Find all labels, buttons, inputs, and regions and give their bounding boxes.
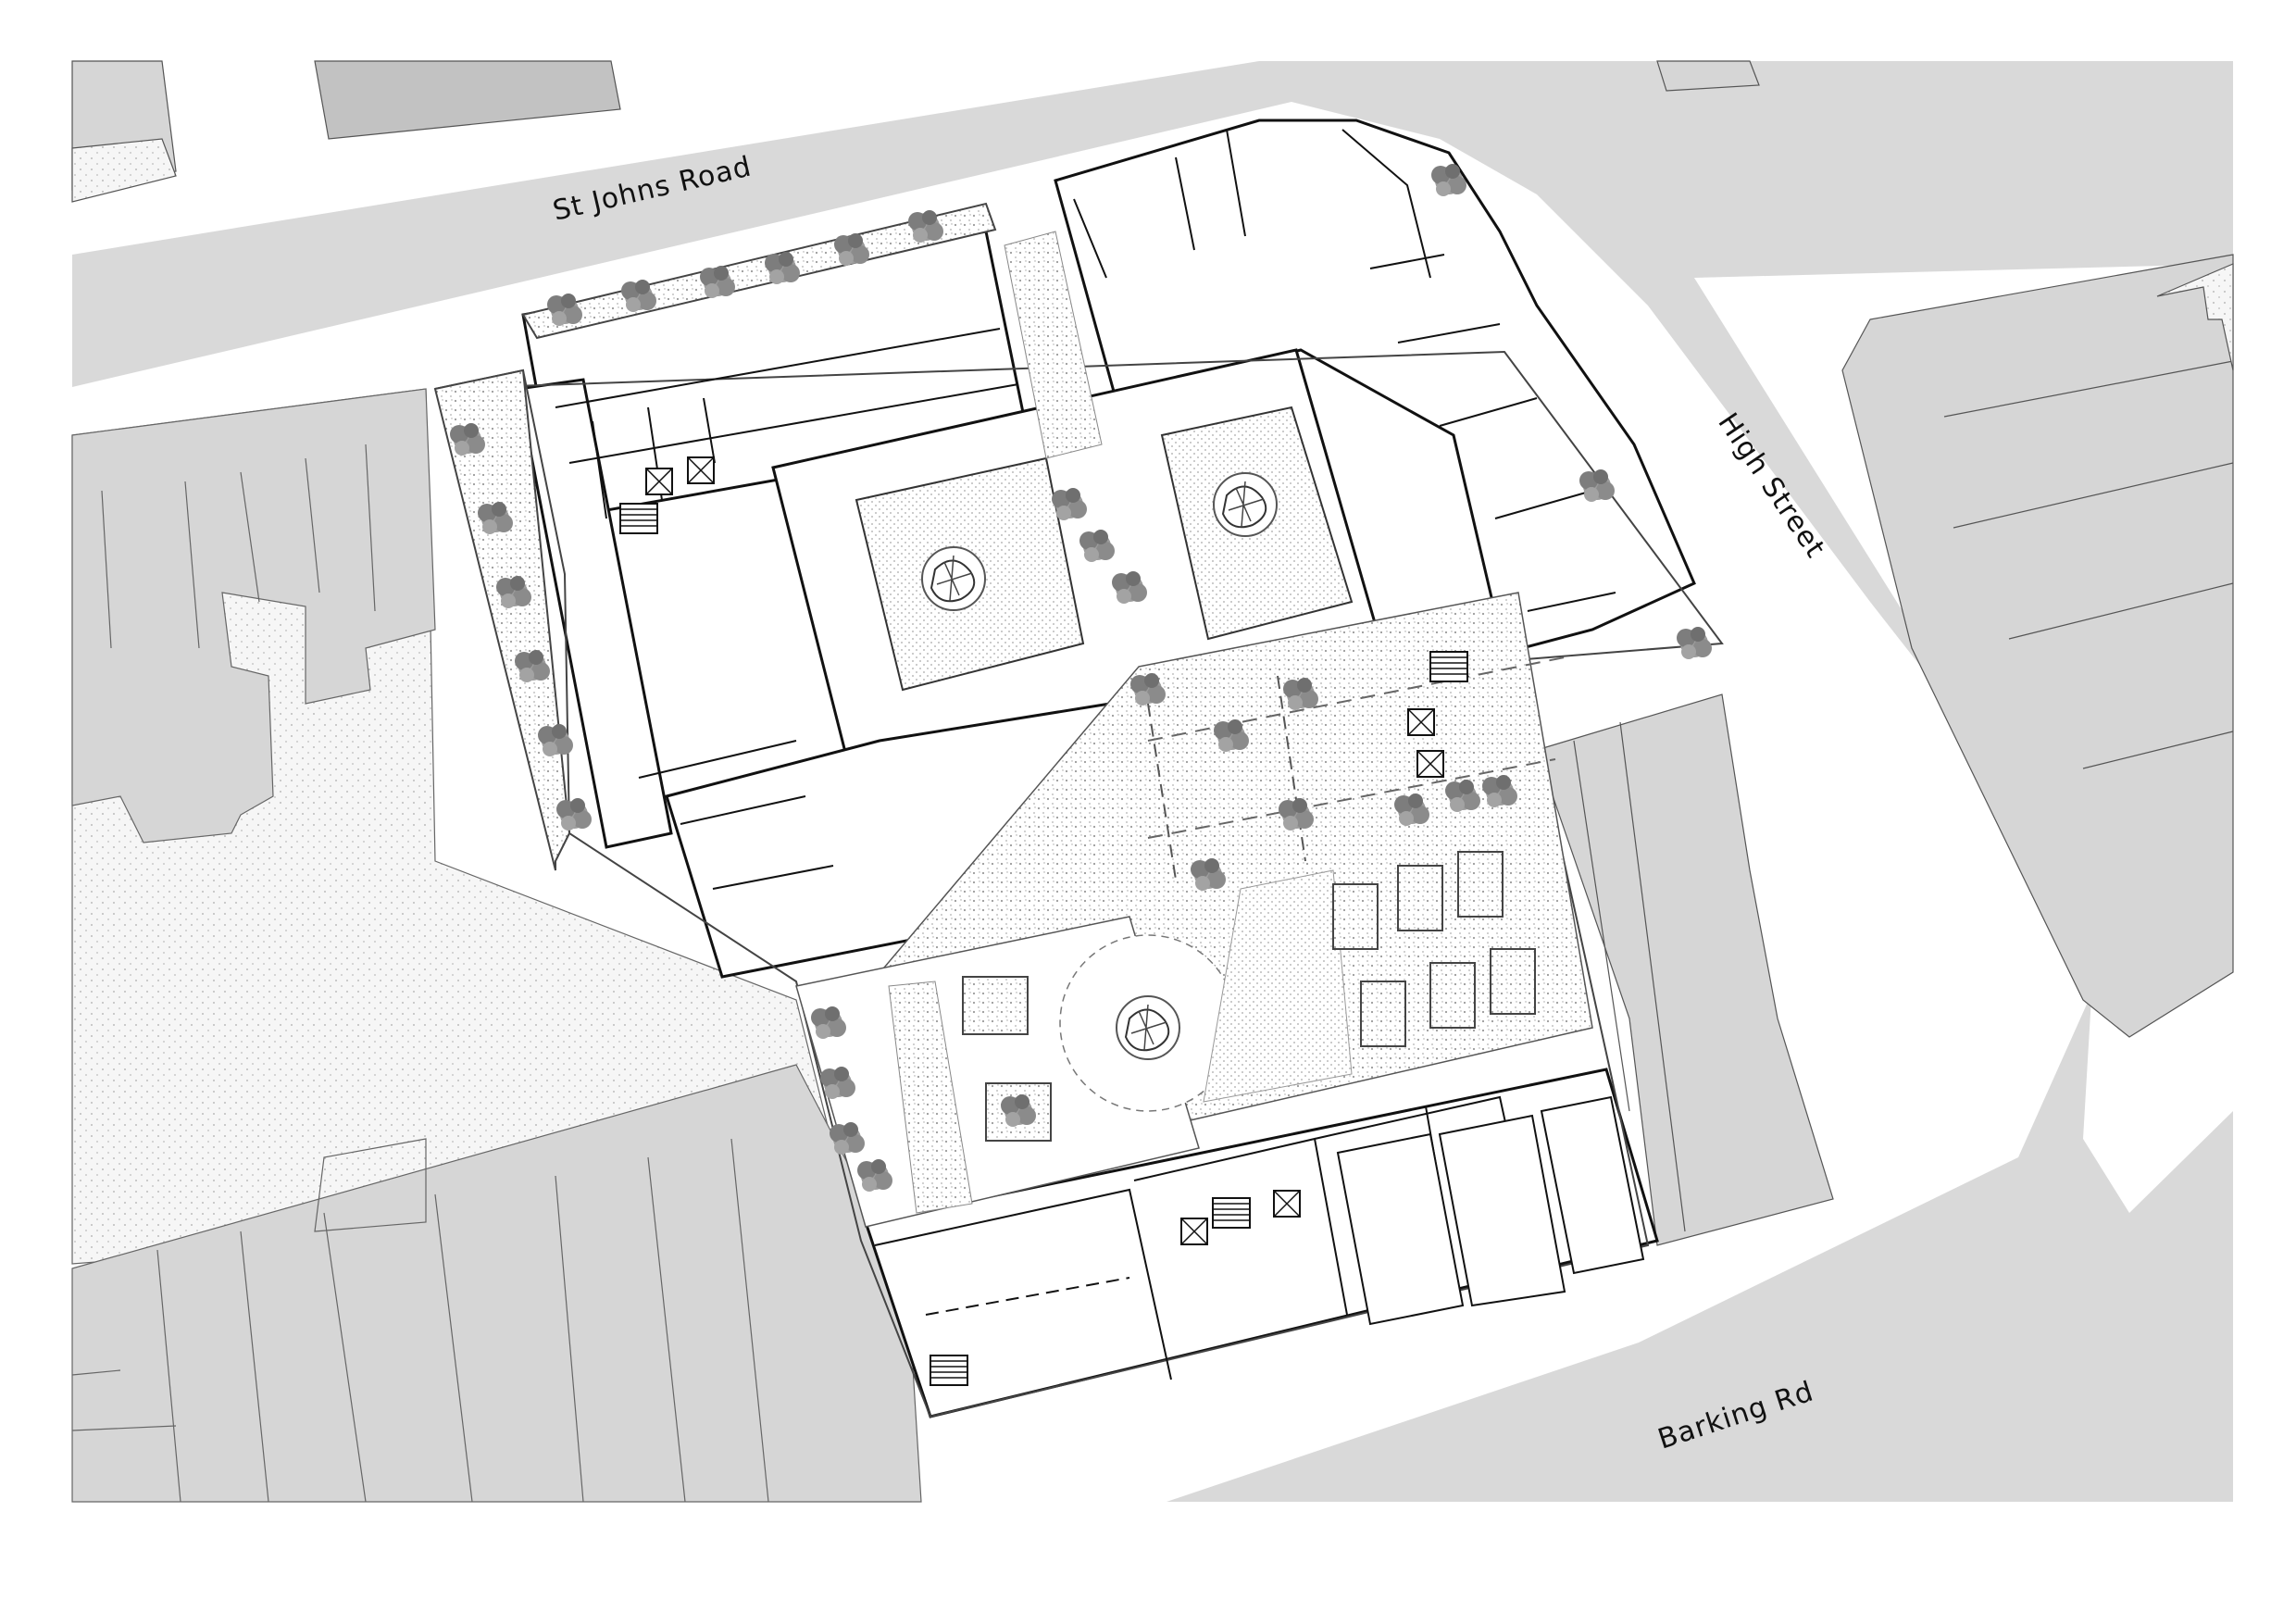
path-south-west bbox=[888, 981, 973, 1214]
lift-icon bbox=[645, 468, 673, 495]
south-rooms bbox=[1336, 1095, 1645, 1326]
stair-icon bbox=[1429, 651, 1468, 682]
west-wing bbox=[517, 378, 673, 849]
planter-icon bbox=[1429, 962, 1476, 1029]
lift-icon bbox=[1273, 1190, 1301, 1218]
stair-icon bbox=[1212, 1197, 1251, 1229]
planter-icon bbox=[1457, 851, 1504, 918]
lift-icon bbox=[1407, 708, 1435, 736]
stair-icon bbox=[619, 503, 658, 534]
lift-icon bbox=[687, 456, 715, 484]
planter-icon bbox=[962, 976, 1029, 1035]
east-blocks bbox=[1841, 254, 2234, 1038]
planter-icon bbox=[1397, 865, 1443, 931]
planter-icon bbox=[1490, 948, 1536, 1015]
interior-walls bbox=[555, 129, 1616, 1380]
east-infill-blocks bbox=[1536, 693, 1834, 1246]
west-planting-strip bbox=[433, 369, 571, 871]
stair-icon bbox=[930, 1355, 968, 1386]
path-north bbox=[1004, 231, 1103, 459]
lift-icon bbox=[1180, 1218, 1208, 1245]
lift-icon bbox=[1416, 750, 1444, 778]
north-east-wing bbox=[1054, 119, 1696, 655]
planter-icon bbox=[1360, 981, 1406, 1047]
north-west-blocks bbox=[71, 60, 1760, 203]
tree-icon bbox=[921, 546, 986, 611]
tree-icon bbox=[1213, 472, 1278, 537]
st-johns-road-surface bbox=[72, 61, 2233, 1502]
planter-icon bbox=[1332, 883, 1379, 950]
tree-icon bbox=[1116, 995, 1180, 1060]
lawn-wedge bbox=[1203, 869, 1353, 1103]
west-blocks bbox=[71, 388, 922, 1503]
